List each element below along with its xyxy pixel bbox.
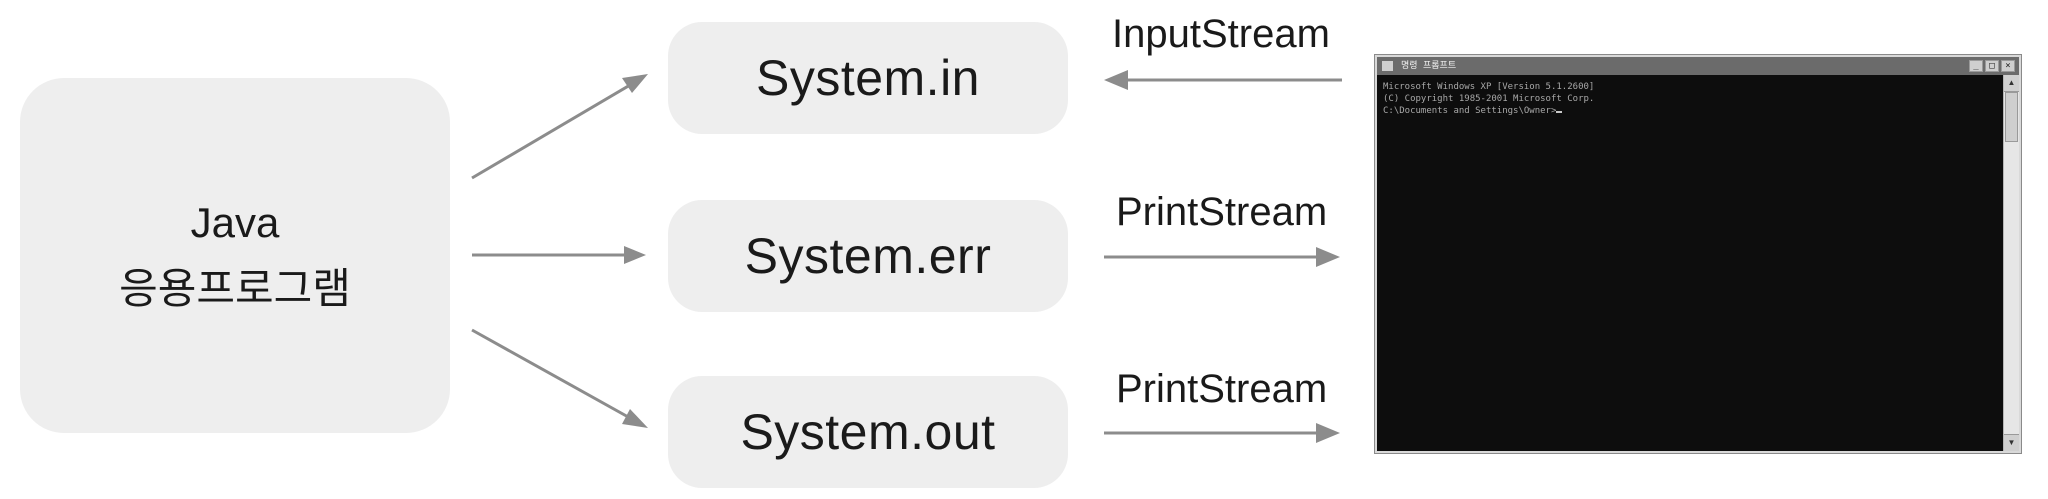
text-cursor <box>1556 111 1563 113</box>
system-in-box: System.in <box>668 22 1068 134</box>
system-err-box: System.err <box>668 200 1068 312</box>
console-prompt-line: C:\Documents and Settings\Owner> <box>1383 105 1997 117</box>
console-line-1: Microsoft Windows XP [Version 5.1.2600] <box>1383 82 1595 92</box>
system-err-label: System.err <box>744 228 992 284</box>
inputstream-label: InputStream <box>1112 12 1330 56</box>
scroll-down-arrow-icon[interactable]: ▼ <box>2004 434 2019 451</box>
printstream-err-label: PrintStream <box>1116 190 1328 234</box>
arrowhead-app-to-system-in <box>622 74 648 93</box>
close-button[interactable]: × <box>2001 60 2015 72</box>
arrow-app-to-system-out <box>471 328 631 420</box>
console-scrollbar[interactable]: ▲ ▼ <box>2003 75 2019 451</box>
system-out-label: System.out <box>740 404 996 460</box>
console-titlebar[interactable]: 명령 프롬프트 _ □ × <box>1377 57 2019 75</box>
system-out-box: System.out <box>668 376 1068 488</box>
console-window: 명령 프롬프트 _ □ × Microsoft Windows XP [Vers… <box>1374 54 2022 454</box>
java-application-line1: Java <box>190 199 280 247</box>
arrowhead-app-to-system-err <box>624 246 646 264</box>
system-in-label: System.in <box>755 50 980 106</box>
console-output[interactable]: Microsoft Windows XP [Version 5.1.2600] … <box>1377 75 2003 451</box>
minimize-button[interactable]: _ <box>1969 60 1983 72</box>
maximize-button[interactable]: □ <box>1985 60 1999 72</box>
java-application-box: Java 응용프로그램 <box>20 78 450 433</box>
arrow-app-to-system-in <box>471 76 643 180</box>
console-prompt: C:\Documents and Settings\Owner> <box>1383 106 1557 116</box>
scroll-up-arrow-icon[interactable]: ▲ <box>2004 75 2019 92</box>
scroll-thumb[interactable] <box>2005 92 2018 142</box>
console-title: 명령 프롬프트 <box>1401 61 1457 71</box>
console-line-2: (C) Copyright 1985-2001 Microsoft Corp. <box>1383 94 1595 104</box>
printstream-out-label: PrintStream <box>1116 367 1328 411</box>
arrowhead-system-err-to-console <box>1316 247 1340 267</box>
console-app-icon <box>1382 61 1393 71</box>
arrowhead-app-to-system-out <box>622 409 648 428</box>
java-application-line2: 응용프로그램 <box>119 264 351 312</box>
arrowhead-system-out-to-console <box>1316 423 1340 443</box>
arrowhead-console-to-system-in <box>1104 70 1128 90</box>
